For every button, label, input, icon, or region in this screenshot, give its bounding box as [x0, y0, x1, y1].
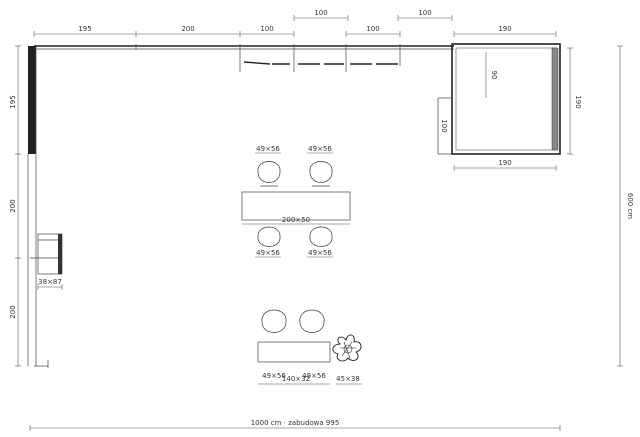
top-dim-5: 100 — [366, 25, 379, 33]
chair-1-label: 49×56 — [256, 145, 280, 153]
plant-icon — [332, 334, 362, 362]
dining-table-label: 200×50 — [282, 216, 310, 224]
inner-90-label: 90 — [490, 71, 498, 80]
chair-2 — [309, 161, 333, 187]
top-dim-6: 100 — [418, 9, 431, 17]
top-dimension-row: 195 200 100 100 100 100 190 — [33, 9, 557, 37]
right-corner-module: 90 100 190 190 — [437, 43, 582, 171]
bottom-total-label: 1000 cm · zabudowa 995 — [251, 419, 340, 427]
lower-seating: 49×56 140×32 49×56 45×38 — [257, 309, 362, 385]
chair-1 — [257, 161, 281, 187]
bottom-total-dimension: 1000 cm · zabudowa 995 — [29, 419, 561, 431]
right-module-height: 190 — [574, 95, 582, 108]
chair-3-label: 49×56 — [256, 249, 280, 257]
left-wall-cabinets — [27, 46, 49, 368]
low-bench — [257, 341, 331, 363]
room-height-label: 600 cm — [626, 193, 634, 219]
chair-6-label: 49×56 — [302, 372, 326, 380]
left-dimension-column: 195 200 200 — [9, 45, 21, 367]
chair-6 — [299, 309, 325, 333]
left-dim-2: 200 — [9, 199, 17, 212]
top-dim-2: 200 — [181, 25, 194, 33]
chair-2-label: 49×56 — [308, 145, 332, 153]
small-cabinet: 38×87 — [30, 233, 63, 290]
chair-4 — [309, 226, 333, 247]
left-dim-1: 195 — [9, 95, 17, 108]
top-dim-7: 190 — [498, 25, 511, 33]
chair-5 — [261, 309, 287, 333]
top-dim-4: 100 — [314, 9, 327, 17]
inner-100-label: 100 — [440, 119, 448, 132]
small-cabinet-label: 38×87 — [38, 278, 62, 286]
right-module-width-bottom: 190 — [498, 159, 511, 167]
top-dim-1: 195 — [78, 25, 91, 33]
chair-3 — [257, 226, 281, 247]
chair-5-label: 49×56 — [262, 372, 286, 380]
dining-table — [241, 191, 351, 221]
plant-label: 45×38 — [336, 375, 360, 383]
dining-set: 49×56 49×56 200×50 49×56 49×56 — [241, 145, 351, 258]
left-dim-3: 200 — [9, 305, 17, 318]
chair-4-label: 49×56 — [308, 249, 332, 257]
top-wall-cabinets — [34, 44, 454, 72]
room-height-dimension: 600 cm — [617, 45, 634, 367]
low-bench-label: 140×32 — [282, 375, 310, 383]
top-dim-3: 100 — [260, 25, 273, 33]
